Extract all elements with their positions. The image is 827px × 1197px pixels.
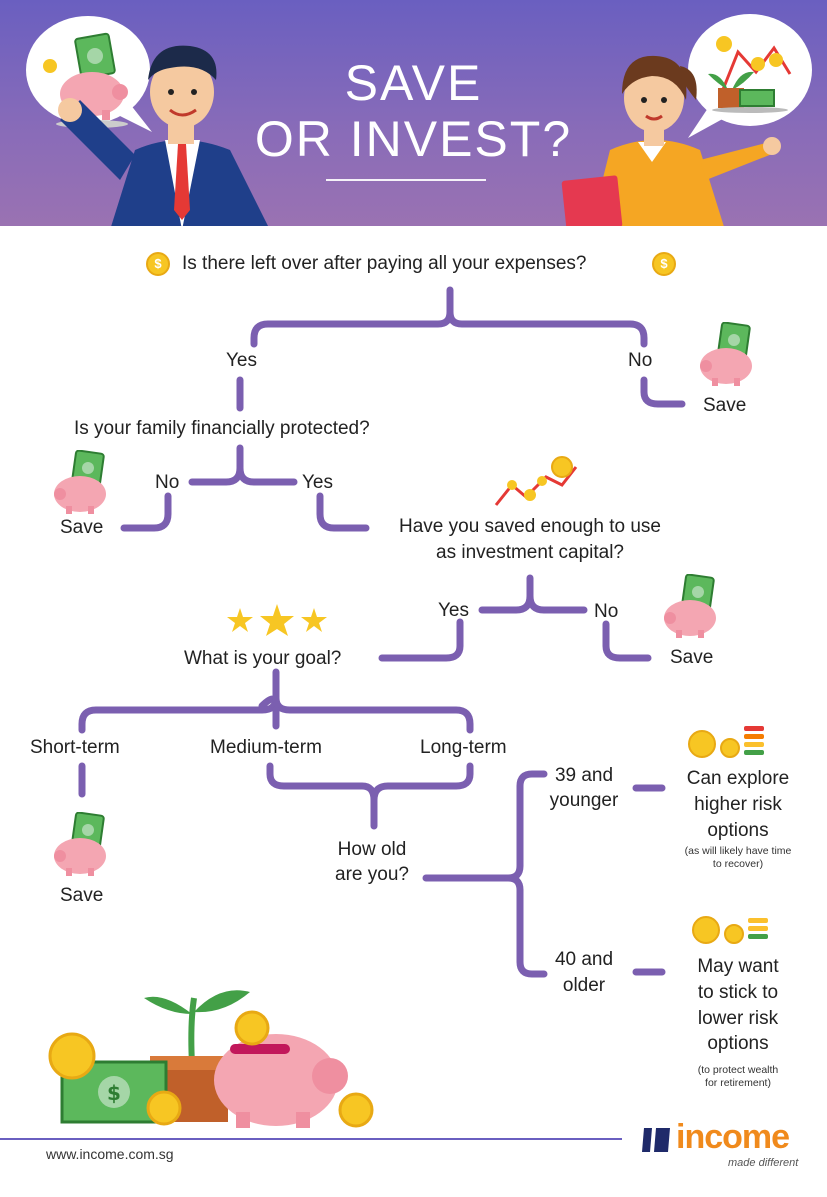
brand-tagline: made different bbox=[728, 1157, 799, 1169]
title-line-2: OR INVEST? bbox=[254, 111, 573, 167]
question-saved-enough-1: Have you saved enough to use bbox=[399, 516, 661, 537]
answer-long-term: Long-term bbox=[420, 737, 507, 758]
outcome-save: Save bbox=[60, 885, 104, 906]
answer-yes: Yes bbox=[226, 350, 257, 371]
flowchart-connectors bbox=[78, 286, 686, 978]
question-saved-enough-2: as investment capital? bbox=[436, 542, 624, 563]
outcome-save: Save bbox=[60, 517, 104, 538]
footer-divider bbox=[0, 1138, 622, 1140]
growth-plant-bubble-icon bbox=[688, 14, 812, 138]
piggy-bank-icon bbox=[54, 450, 106, 514]
answer-no: No bbox=[628, 350, 653, 371]
coin-icon: $ bbox=[146, 252, 170, 276]
savings-illustration: $ bbox=[48, 990, 374, 1128]
piggy-bank-icon bbox=[664, 574, 716, 638]
risk-meter-icon bbox=[688, 726, 764, 758]
outcome-higher-risk-1: Can explore bbox=[686, 768, 790, 789]
coin-icon: $ bbox=[652, 252, 676, 276]
answer-no: No bbox=[155, 472, 180, 493]
answer-39-younger-1: 39 and bbox=[554, 765, 614, 786]
answer-no: No bbox=[594, 601, 619, 622]
outcome-higher-risk-2: higher risk bbox=[694, 794, 782, 815]
question-age-2: are you? bbox=[335, 864, 409, 885]
answer-medium-term: Medium-term bbox=[210, 737, 322, 758]
answer-40-older-2: older bbox=[562, 975, 606, 996]
answer-yes: Yes bbox=[438, 600, 469, 621]
outcome-save: Save bbox=[703, 395, 747, 416]
answer-yes: Yes bbox=[302, 472, 333, 493]
outcome-lower-risk-4: options bbox=[707, 1033, 769, 1054]
outcome-lower-risk-2: to stick to bbox=[697, 982, 779, 1003]
question-leftover: Is there left over after paying all your… bbox=[182, 253, 587, 274]
outcome-lower-risk-1: May want bbox=[697, 956, 779, 977]
growth-chart-icon bbox=[494, 456, 578, 506]
income-logo-icon bbox=[642, 1128, 670, 1152]
note-protect-wealth-2: for retirement) bbox=[705, 1077, 771, 1089]
piggy-bank-icon bbox=[54, 812, 106, 876]
header-banner: SAVE OR INVEST? bbox=[0, 0, 827, 226]
star-icon bbox=[227, 604, 327, 636]
question-family-protected: Is your family financially protected? bbox=[74, 418, 370, 439]
title-line-1: SAVE bbox=[344, 55, 483, 111]
outcome-lower-risk-3: lower risk bbox=[697, 1008, 779, 1029]
piggy-bank-icon bbox=[700, 322, 752, 386]
question-age-1: How old bbox=[337, 839, 407, 860]
outcome-save: Save bbox=[670, 647, 714, 668]
note-time-to-recover-2: to recover) bbox=[712, 858, 764, 870]
answer-40-older-1: 40 and bbox=[554, 949, 614, 970]
outcome-higher-risk-3: options bbox=[707, 820, 769, 841]
answer-short-term: Short-term bbox=[30, 737, 120, 758]
footer-url[interactable]: www.income.com.sg bbox=[46, 1146, 174, 1162]
question-goal: What is your goal? bbox=[184, 648, 342, 669]
note-protect-wealth-1: (to protect wealth bbox=[697, 1064, 779, 1076]
brand-name: income bbox=[676, 1118, 790, 1156]
svg-text:$: $ bbox=[107, 1081, 121, 1105]
note-time-to-recover-1: (as will likely have time bbox=[684, 845, 792, 857]
risk-meter-icon bbox=[692, 916, 768, 944]
businessman-illustration bbox=[58, 45, 268, 226]
title-divider bbox=[326, 179, 486, 181]
answer-39-younger-2: younger bbox=[549, 790, 619, 811]
businesswoman-illustration bbox=[561, 55, 781, 226]
